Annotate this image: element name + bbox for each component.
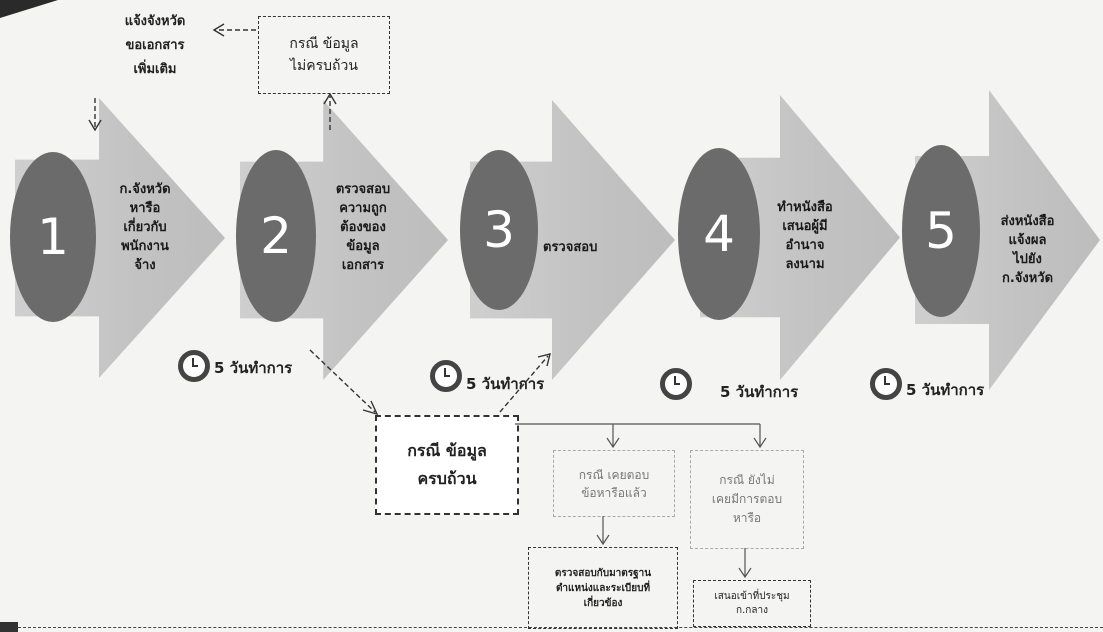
check-standard-box: ตรวจสอบกับมาตรฐาน ตำแหน่งและระเบียบที่ เ… <box>528 547 678 629</box>
notify-province-label: แจ้งจังหวัด ขอเอกสาร เพิ่มเติม <box>124 14 186 77</box>
case-complete-box: กรณี ข้อมูล ครบถ้วน <box>375 415 519 515</box>
clock-icon <box>430 360 462 392</box>
bottom-corner-mark <box>0 622 18 632</box>
case-not-answered-box: กรณี ยังไม่ เคยมีการตอบ หารือ <box>690 450 804 549</box>
arrowhead <box>537 353 551 367</box>
arrow-to-complete <box>309 349 376 413</box>
arrowhead <box>323 92 337 105</box>
step-4-label: ทำหนังสือ เสนอผู้มี อำนาจ ลงนาม <box>777 200 833 272</box>
arrowhead <box>596 534 610 546</box>
case-incomplete-box: กรณี ข้อมูล ไม่ครบถ้วน <box>258 16 390 94</box>
step-2-number: 2 <box>236 150 316 322</box>
step-1-number: 1 <box>10 152 96 322</box>
step-3-label: ตรวจสอบ <box>543 240 598 255</box>
arrowhead <box>606 437 620 449</box>
step-3-number: 3 <box>460 150 538 310</box>
clock-icon <box>660 368 692 400</box>
step-2-label: ตรวจสอบ ความถูก ต้องของ ข้อมูล เอกสาร <box>335 182 391 273</box>
case-answered-box: กรณี เคยตอบ ข้อหารือแล้ว <box>553 450 675 517</box>
step-4-duration: 5 วันทำการ <box>720 383 799 401</box>
step-3-duration: 5 วันทำการ <box>466 375 545 393</box>
arrowhead <box>88 119 102 132</box>
clock-icon <box>178 350 210 382</box>
step-2-duration: 5 วันทำการ <box>214 359 293 377</box>
arrowhead <box>362 400 379 416</box>
submit-meeting-box: เสนอเข้าที่ประชุม ก.กลาง <box>693 580 811 627</box>
arrowhead <box>212 23 225 37</box>
step-4-number: 4 <box>678 148 760 320</box>
step-5-label: ส่งหนังสือ แจ้งผล ไปยัง ก.จังหวัด <box>1000 214 1055 286</box>
arrowhead <box>738 567 752 579</box>
arrowhead <box>753 437 767 449</box>
step-5-number: 5 <box>902 145 980 317</box>
step-5-duration: 5 วันทำการ <box>906 381 985 399</box>
arrow-to-step-3 <box>499 355 549 413</box>
clock-icon <box>870 368 902 400</box>
bottom-divider <box>18 627 1103 628</box>
step-1-label: ก.จังหวัด หารือ เกี่ยวกับ พนักงาน จ้าง <box>119 182 171 273</box>
